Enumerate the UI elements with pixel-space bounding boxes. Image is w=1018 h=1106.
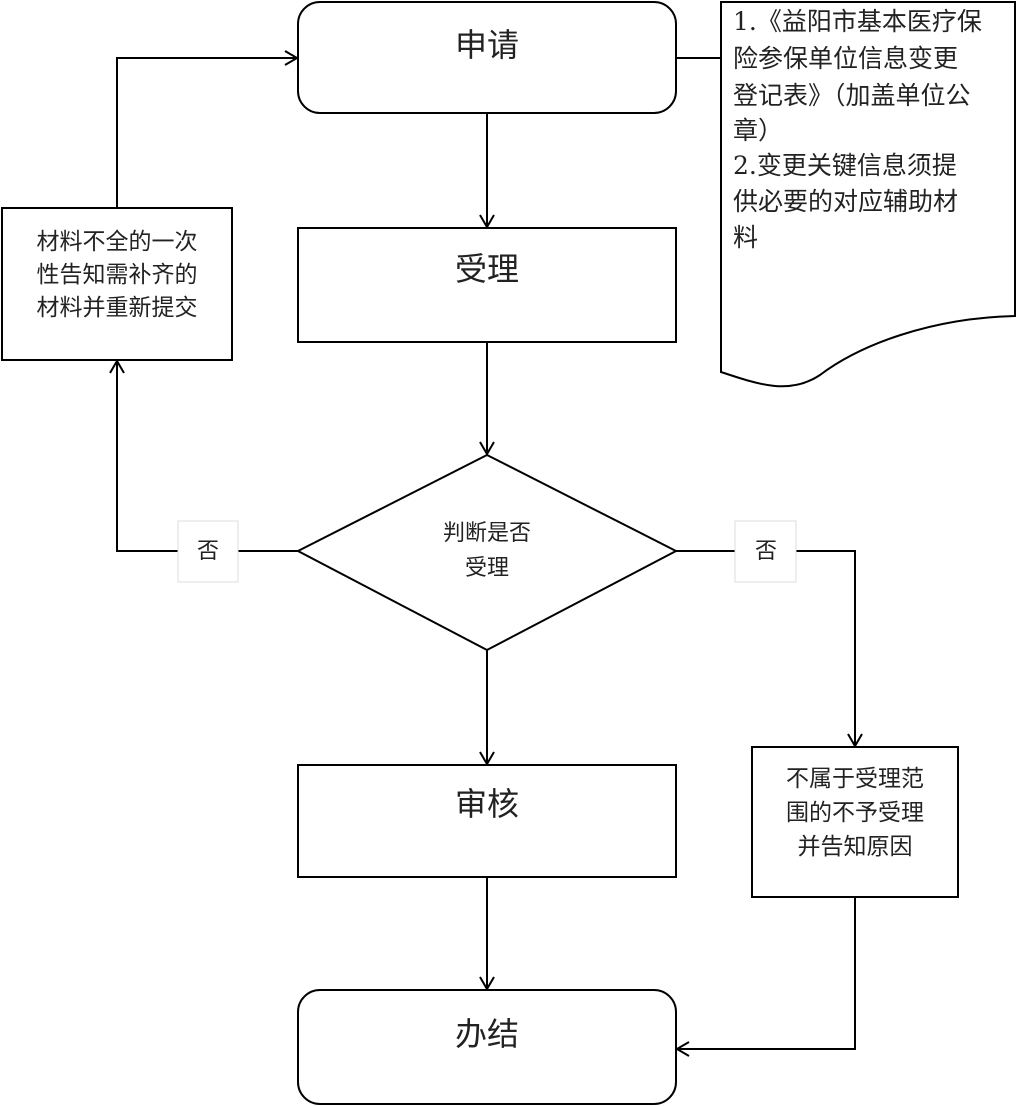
rejected-line1: 不属于受理范 bbox=[786, 766, 924, 792]
incomplete-line2: 性告知需补齐的 bbox=[37, 262, 198, 288]
incomplete-line3: 材料并重新提交 bbox=[37, 295, 198, 321]
node-decision: 判断是否 受理 bbox=[295, 453, 679, 652]
node-rejected: 不属于受理范 围的不予受理 并告知原因 bbox=[751, 746, 959, 898]
rejected-line3: 并告知原因 bbox=[798, 834, 913, 860]
rejected-line2: 围的不予受理 bbox=[786, 800, 924, 826]
document-line7: 料 bbox=[733, 223, 758, 252]
node-complete-label: 办结 bbox=[455, 1015, 519, 1053]
document-line6: 供必要的对应辅助材 bbox=[733, 187, 958, 216]
document-line2: 险参保单位信息变更 bbox=[733, 44, 958, 73]
label-no-right: 否 bbox=[734, 520, 797, 583]
decision-label-line2: 受理 bbox=[465, 556, 509, 581]
node-accept-label: 受理 bbox=[455, 250, 519, 288]
label-no-left-text: 否 bbox=[197, 539, 219, 564]
label-no-left: 否 bbox=[177, 520, 239, 583]
arrow-incomplete-to-apply bbox=[116, 50, 299, 208]
node-complete: 办结 bbox=[297, 989, 677, 1105]
node-review-label: 审核 bbox=[455, 785, 519, 823]
node-incomplete: 材料不全的一次 性告知需补齐的 材料并重新提交 bbox=[1, 207, 233, 361]
node-review: 审核 bbox=[297, 764, 677, 878]
node-apply: 申请 bbox=[297, 1, 677, 114]
arrow-rejected-to-complete bbox=[675, 897, 856, 1057]
node-accept: 受理 bbox=[297, 227, 677, 343]
document-line4: 章） bbox=[733, 116, 783, 145]
node-apply-label: 申请 bbox=[455, 26, 519, 64]
document-line1: 1.《益阳市基本医疗保 bbox=[733, 7, 982, 36]
label-no-right-text: 否 bbox=[755, 539, 777, 564]
document-required-materials: 1.《益阳市基本医疗保 险参保单位信息变更 登记表》（加盖单位公 章） 2.变更… bbox=[720, 1, 1016, 388]
document-line3: 登记表》（加盖单位公 bbox=[733, 81, 971, 110]
document-line5: 2.变更关键信息须提 bbox=[733, 151, 957, 180]
decision-label-line1: 判断是否 bbox=[443, 521, 531, 546]
incomplete-line1: 材料不全的一次 bbox=[37, 229, 198, 255]
